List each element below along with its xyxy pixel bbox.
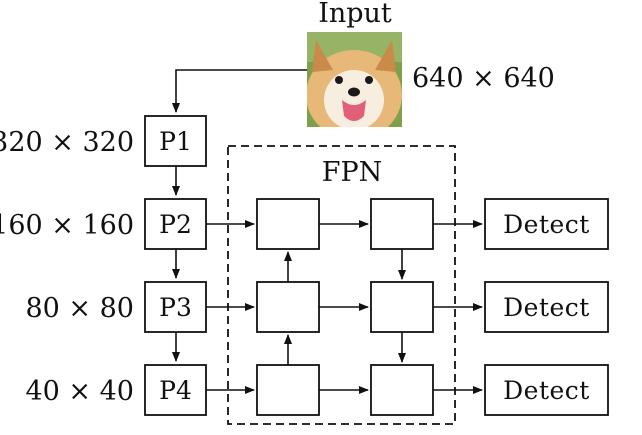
fpn-right-node-1 xyxy=(370,198,434,250)
backbone-p2: P2 xyxy=(144,198,207,250)
backbone-p2-label: P2 xyxy=(159,210,192,239)
input-title: Input xyxy=(318,0,392,29)
level-size-p4: 40 × 40 xyxy=(25,376,134,407)
detect-head-3-label: Detect xyxy=(503,376,590,405)
backbone-p3-label: P3 xyxy=(159,293,192,322)
backbone-p4: P4 xyxy=(144,364,207,416)
fpn-right-node-2 xyxy=(370,281,434,333)
fpn-left-node-3 xyxy=(256,364,320,416)
detect-head-1-label: Detect xyxy=(503,210,590,239)
input-image xyxy=(307,32,402,127)
fpn-title: FPN xyxy=(322,157,383,188)
detect-head-3: Detect xyxy=(484,364,609,416)
level-size-p2: 160 × 160 xyxy=(0,210,134,241)
detect-head-2-label: Detect xyxy=(503,293,590,322)
level-size-p3: 80 × 80 xyxy=(25,293,134,324)
backbone-p3: P3 xyxy=(144,281,207,333)
detect-head-2: Detect xyxy=(484,281,609,333)
detect-head-1: Detect xyxy=(484,198,609,250)
input-size-label: 640 × 640 xyxy=(412,63,555,94)
fpn-container xyxy=(227,145,456,425)
level-size-p1: 320 × 320 xyxy=(0,127,134,158)
fpn-left-node-2 xyxy=(256,281,320,333)
fpn-left-node-1 xyxy=(256,198,320,250)
input-to-p1-arrow xyxy=(172,69,307,113)
backbone-p1: P1 xyxy=(144,115,207,167)
backbone-p1-label: P1 xyxy=(159,127,192,156)
fpn-right-node-3 xyxy=(370,364,434,416)
backbone-p4-label: P4 xyxy=(159,376,192,405)
